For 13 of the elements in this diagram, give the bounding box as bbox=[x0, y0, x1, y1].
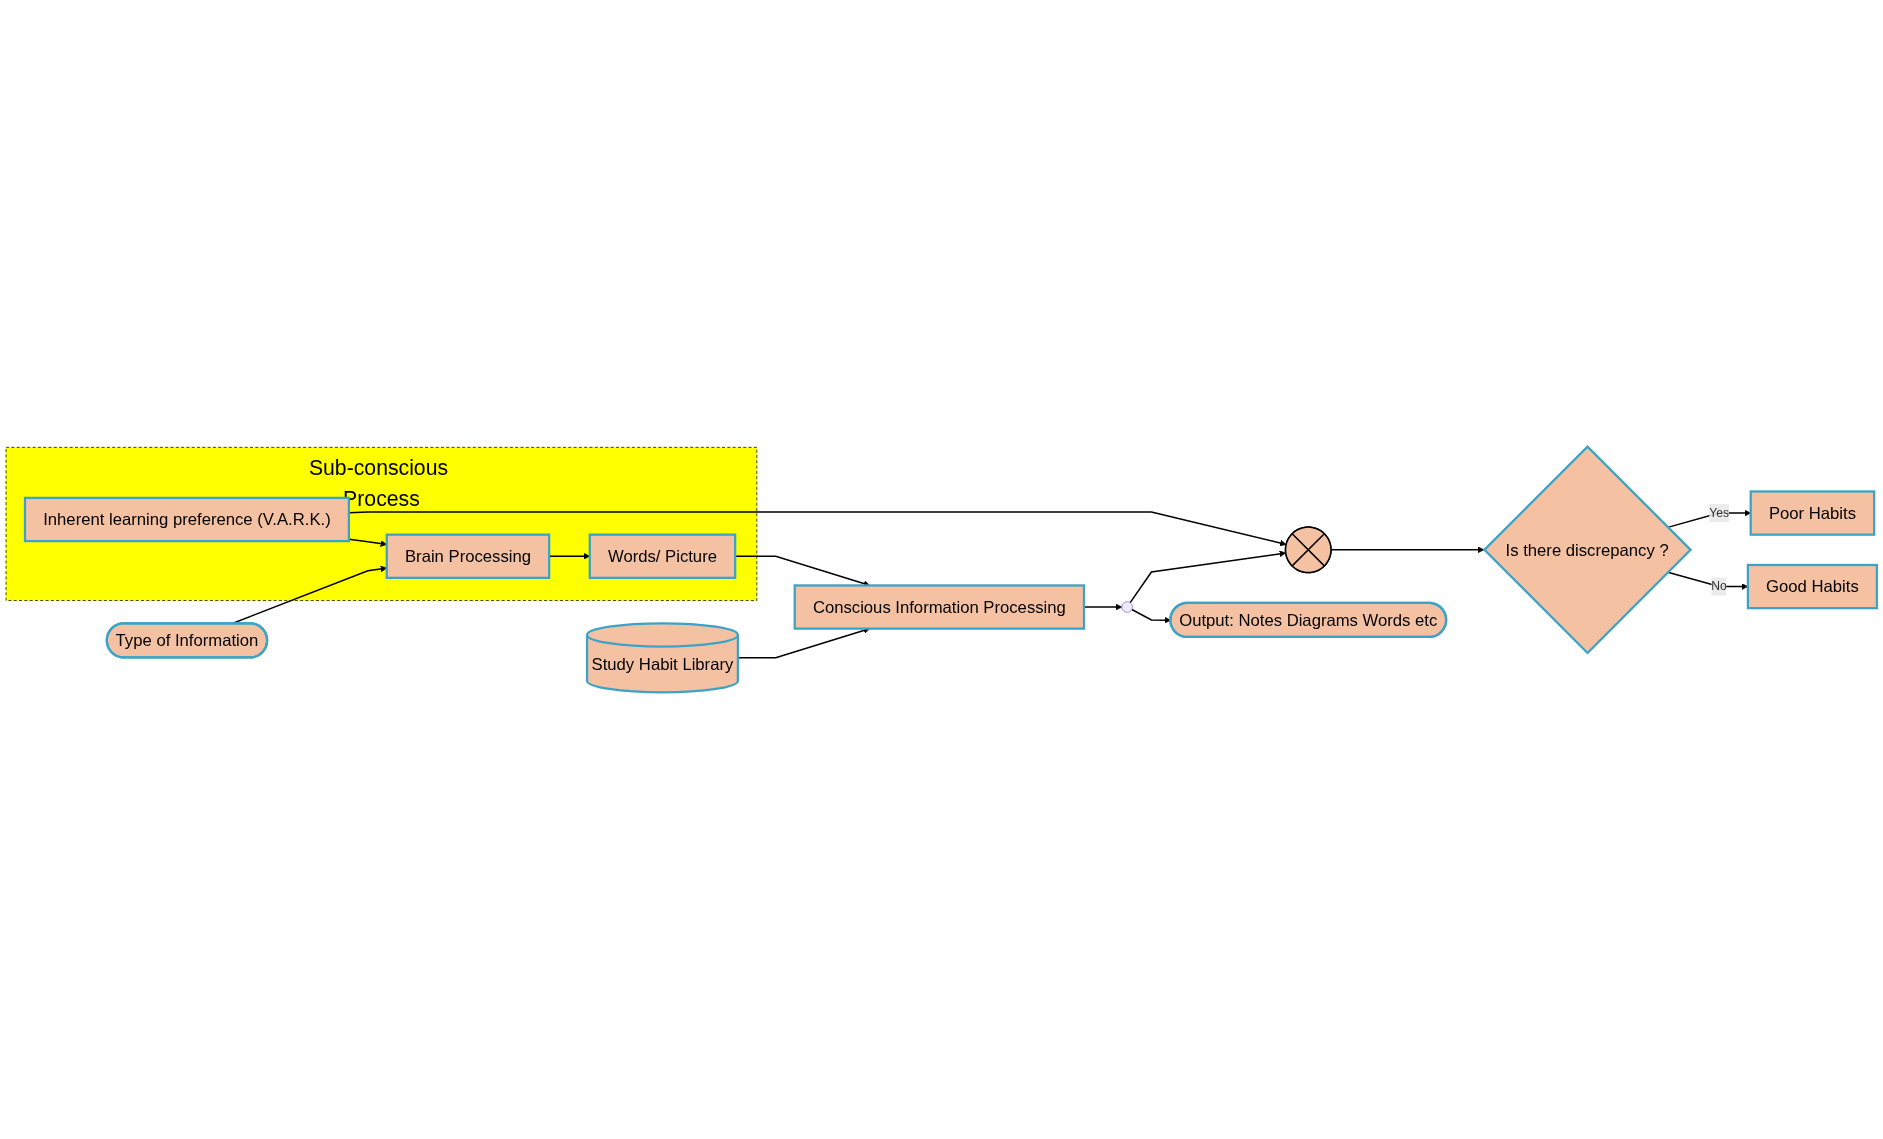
node-box: Good Habits bbox=[1746, 563, 1879, 610]
node-box: Brain Processing bbox=[385, 533, 551, 579]
arrow bbox=[1083, 603, 1123, 611]
node-box: Poor Habits bbox=[1749, 490, 1876, 536]
arrow bbox=[1330, 546, 1485, 554]
node-circle bbox=[1121, 601, 1133, 613]
arrow bbox=[348, 511, 1287, 547]
arrow bbox=[1129, 550, 1287, 604]
node-box: Words/ Picture bbox=[588, 533, 737, 579]
edge-label: Yes bbox=[1709, 506, 1729, 520]
edge-label: No bbox=[1711, 579, 1727, 593]
node-box: Conscious Information Processing bbox=[793, 584, 1086, 630]
node-diamond: Is there discrepancy ? bbox=[1482, 445, 1693, 655]
